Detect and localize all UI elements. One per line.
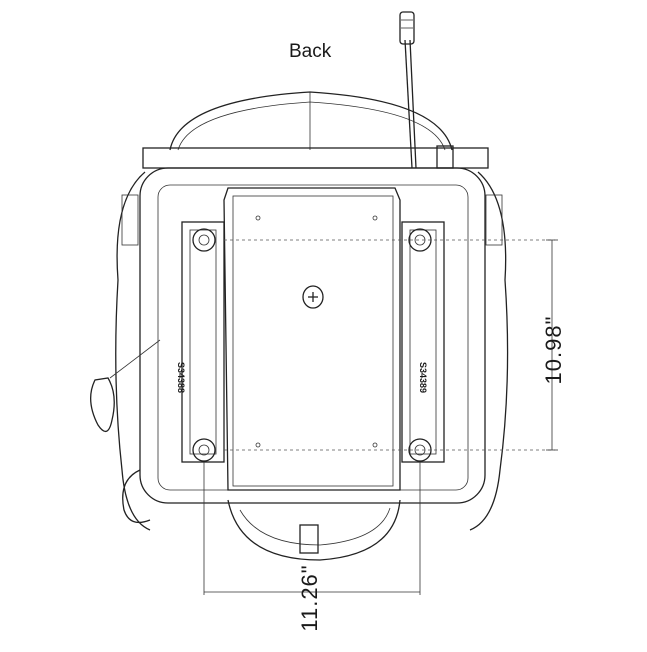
backrest-base bbox=[142, 147, 489, 169]
orientation-label: Back bbox=[289, 41, 332, 62]
right-rail-part-number: S34389 bbox=[418, 362, 428, 394]
lever-knob bbox=[399, 11, 415, 45]
seat-cushion bbox=[139, 167, 486, 504]
roller bbox=[192, 228, 216, 252]
left-rail-part-number: S34388 bbox=[176, 362, 186, 394]
center-bolt bbox=[302, 285, 324, 309]
left-lever bbox=[122, 469, 151, 524]
depth-dimension-label: 10.98" bbox=[541, 315, 566, 385]
center-plate bbox=[223, 187, 401, 491]
left-bolster bbox=[115, 171, 151, 531]
left-rail bbox=[181, 221, 225, 463]
right-rail bbox=[401, 221, 445, 463]
front-handle bbox=[227, 499, 401, 561]
lever-rod bbox=[404, 39, 413, 169]
width-dimension-label: 11.26" bbox=[297, 564, 322, 632]
backrest-inner bbox=[177, 101, 446, 151]
left-handle bbox=[90, 377, 115, 432]
right-bolster bbox=[469, 171, 509, 531]
roller bbox=[192, 438, 216, 462]
